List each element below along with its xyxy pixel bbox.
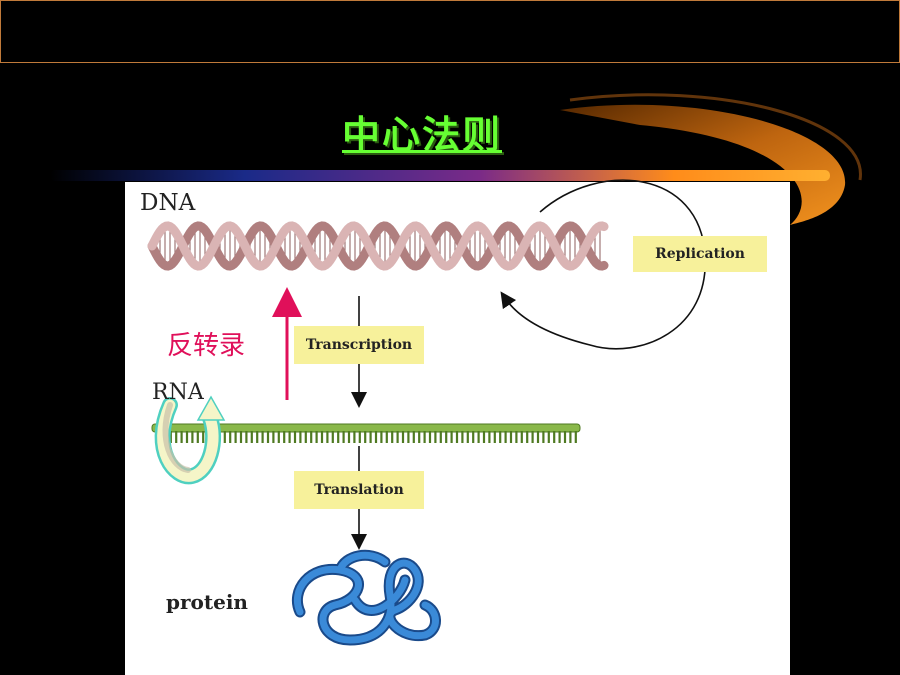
translation-label-box: Translation xyxy=(294,471,424,509)
replication-arrow xyxy=(500,179,706,350)
dna-label: DNA xyxy=(140,190,196,216)
reverse-transcription-label: 反转录 xyxy=(167,331,246,361)
rna-strand xyxy=(151,423,581,443)
replication-label-box: Replication xyxy=(633,236,767,272)
dna-helix xyxy=(147,221,609,271)
protein-shape xyxy=(291,549,441,646)
slide-title: 中心法则 xyxy=(341,113,502,157)
top-banner xyxy=(0,0,900,63)
rna-label: RNA xyxy=(152,380,204,405)
rna-replication-arrow xyxy=(154,395,226,485)
decorative-swoosh xyxy=(50,93,862,225)
transcription-label-box: Transcription xyxy=(294,326,424,364)
protein-label: protein xyxy=(166,590,248,614)
